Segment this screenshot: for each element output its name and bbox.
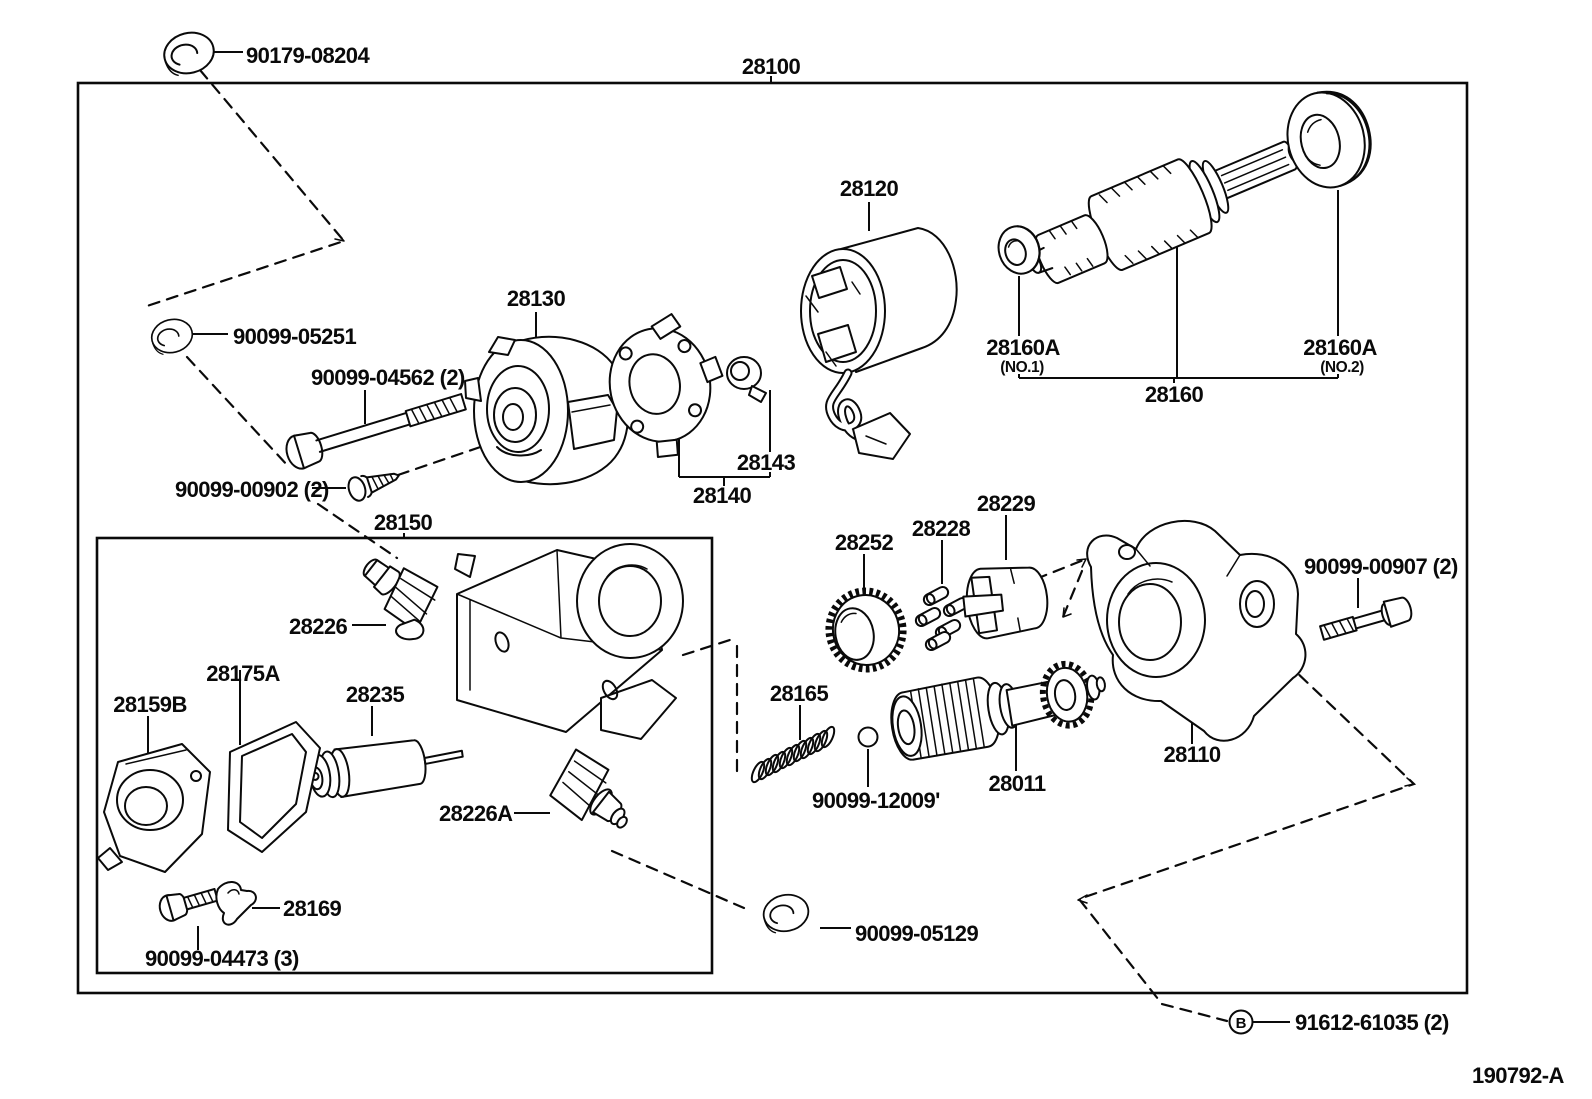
label-nut-05129[interactable]: 90099-05129 xyxy=(855,921,979,946)
label-roller-28228[interactable]: 28228 xyxy=(912,516,971,541)
bearing-drawing-no1 xyxy=(997,225,1041,275)
label-ball-12009[interactable]: 90099-12009' xyxy=(812,788,941,813)
screw-drawing-00902 xyxy=(347,472,400,502)
clutch-drawing-28011 xyxy=(890,660,1106,761)
washer-drawing-28143 xyxy=(726,356,767,403)
yoke-drawing-28120 xyxy=(800,227,958,460)
label-bolt-91612[interactable]: 91612-61035 (2) xyxy=(1295,1010,1450,1035)
label-solenoid-28130[interactable]: 28130 xyxy=(507,286,566,311)
ball-drawing-12009 xyxy=(857,726,879,748)
label-bolt-00907[interactable]: 90099-00907 (2) xyxy=(1304,554,1459,579)
label-bearing-28160a-no2[interactable]: 28160A xyxy=(1303,335,1378,360)
label-bearing-28160a-no1[interactable]: 28160A xyxy=(986,335,1061,360)
rollers-drawing-28228 xyxy=(914,585,970,652)
label-clamp-28169[interactable]: 28169 xyxy=(283,896,342,921)
gasket-drawing-28175a xyxy=(227,721,321,853)
label-retainer-28229[interactable]: 28229 xyxy=(977,491,1036,516)
label-washer-28143[interactable]: 28143 xyxy=(737,450,796,475)
label-no1: (NO.1) xyxy=(1000,359,1044,376)
label-housing-28110[interactable]: 28110 xyxy=(1164,742,1222,767)
bolt-drawing-04473 xyxy=(158,888,219,922)
clamp-drawing-28169 xyxy=(215,881,257,926)
label-brush-28226a[interactable]: 28226A xyxy=(439,801,514,826)
label-armature-28160[interactable]: 28160 xyxy=(1145,382,1204,407)
label-spring-28165[interactable]: 28165 xyxy=(770,681,829,706)
nut-drawing-90179 xyxy=(163,31,215,77)
drive-bracket-drawing xyxy=(454,543,684,740)
bolt-drawing-04562 xyxy=(285,393,467,470)
main-assembly-box xyxy=(76,81,1469,995)
label-brush-28226[interactable]: 28226 xyxy=(289,614,348,639)
armature-drawing-28160 xyxy=(1028,140,1308,285)
solenoid-drawing-28130 xyxy=(464,335,629,486)
nut-drawing-05251 xyxy=(150,318,194,355)
label-bolt-04562[interactable]: 90099-04562 (2) xyxy=(311,365,466,390)
leader-lines xyxy=(147,51,1359,1023)
end-plate-drawing-28159b xyxy=(97,743,211,873)
gear-drawing-28252 xyxy=(825,587,907,673)
label-no2: (NO.2) xyxy=(1320,359,1364,376)
nut-drawing-05129 xyxy=(762,893,810,934)
label-plate-28140[interactable]: 28140 xyxy=(693,483,752,508)
detail-marker-b: B xyxy=(1228,1009,1254,1035)
label-plate-28159b[interactable]: 28159B xyxy=(113,692,187,717)
bolt-drawing-00907 xyxy=(1319,596,1413,641)
alignment-dashed-lines xyxy=(145,68,1417,1023)
housing-drawing-28110 xyxy=(1086,519,1307,742)
brush-drawing-28226 xyxy=(362,558,439,641)
bearing-drawing-no2 xyxy=(1286,90,1372,189)
brush-plate-drawing-28140 xyxy=(608,313,724,459)
label-plunger-28235[interactable]: 28235 xyxy=(346,682,405,707)
spring-drawing-28165 xyxy=(750,725,836,784)
label-bracket-28150[interactable]: 28150 xyxy=(374,510,433,535)
label-clutch-28011[interactable]: 28011 xyxy=(989,771,1047,796)
label-drawing-number: 190792-A xyxy=(1472,1063,1565,1088)
label-gear-28252[interactable]: 28252 xyxy=(835,530,894,555)
brush-drawing-28226a xyxy=(549,748,628,829)
label-screw-00902[interactable]: 90099-00902 (2) xyxy=(175,477,330,502)
retainer-drawing-28229 xyxy=(962,566,1049,640)
label-assy-28100[interactable]: 28100 xyxy=(742,54,801,79)
label-bolt-04473[interactable]: 90099-04473 (3) xyxy=(145,946,300,971)
detail-marker-letter: B xyxy=(1236,1015,1247,1032)
label-yoke-28120[interactable]: 28120 xyxy=(840,176,899,201)
label-gasket-28175a[interactable]: 28175A xyxy=(206,661,281,686)
label-nut-05251[interactable]: 90099-05251 xyxy=(233,324,357,349)
label-nut-90179[interactable]: 90179-08204 xyxy=(246,43,371,68)
plunger-drawing-28235 xyxy=(308,739,464,799)
